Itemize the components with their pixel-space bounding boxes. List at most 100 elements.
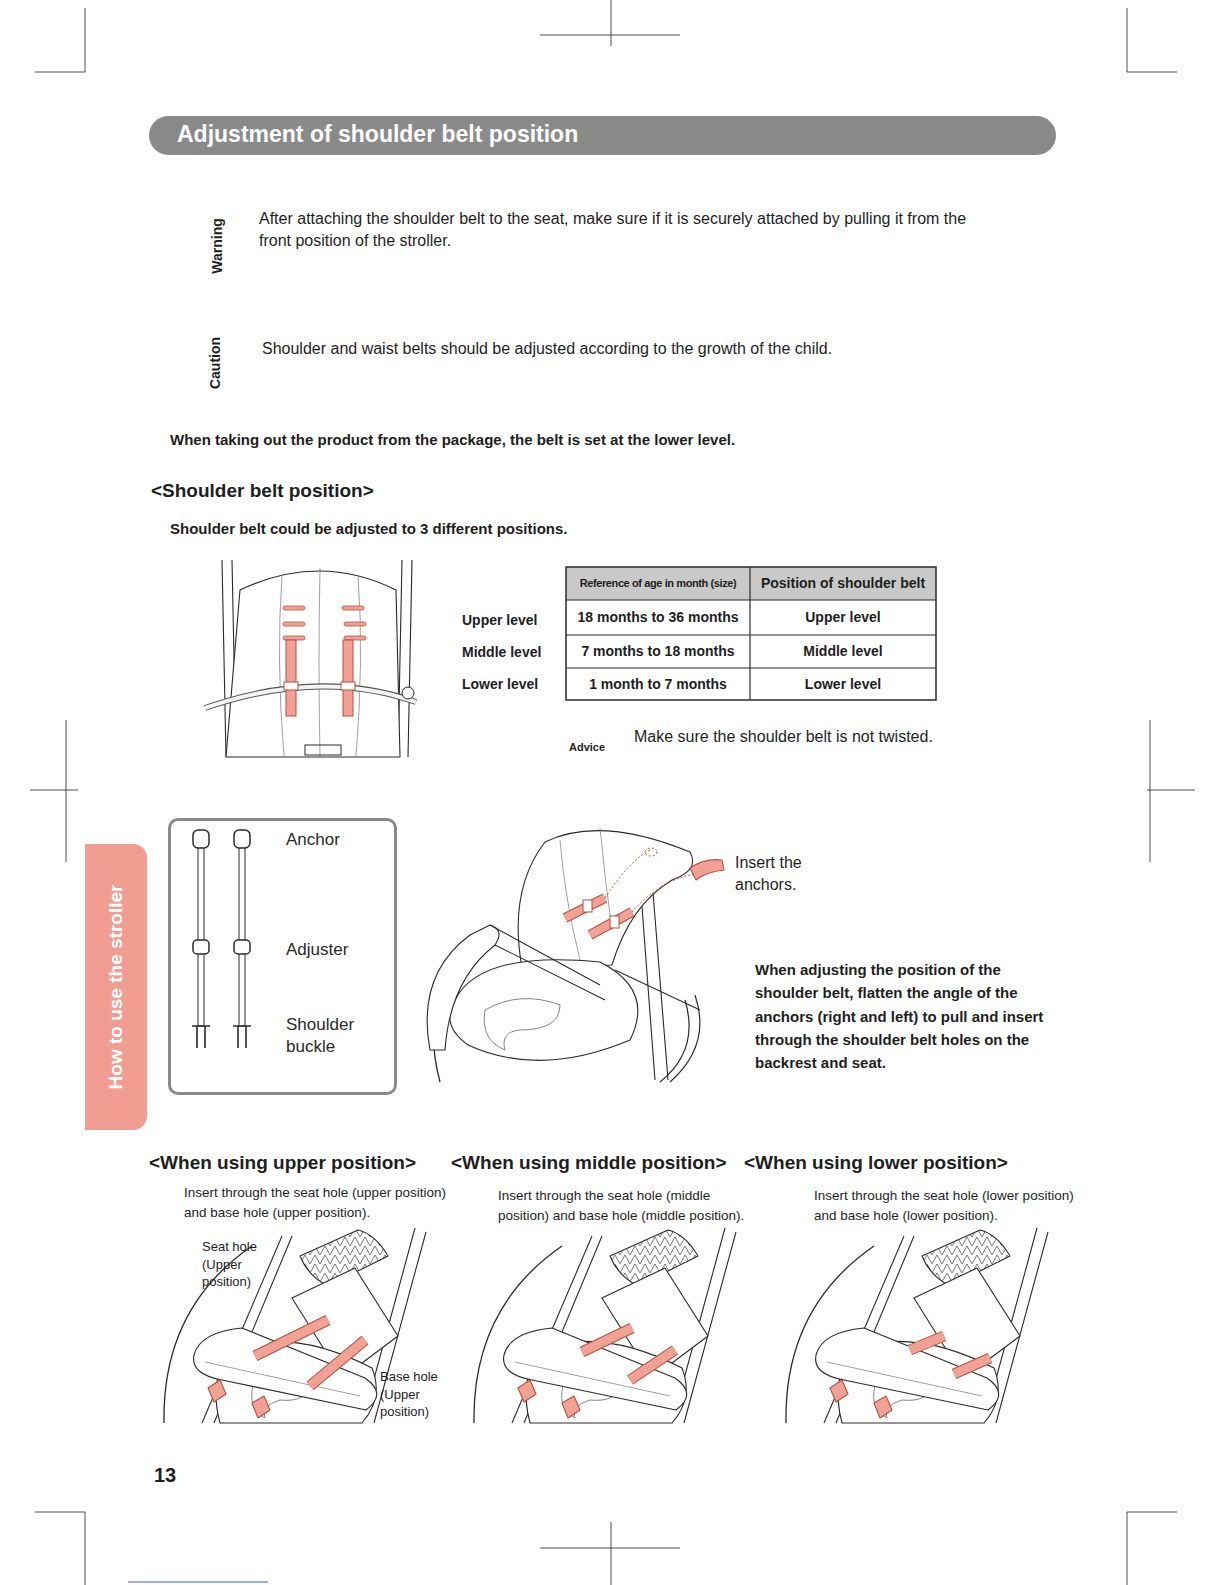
- caution-tag: Caution: [206, 337, 224, 389]
- table-cell: Middle level: [803, 642, 882, 660]
- table-border: [566, 567, 936, 700]
- bumper-bar: [504, 1328, 687, 1410]
- anchor-loop: [193, 830, 209, 848]
- anchor: [518, 1380, 536, 1402]
- page-rule: [128, 1582, 268, 1583]
- heading: Adjustment of shoulder belt position: [177, 120, 578, 150]
- anchor: [690, 860, 724, 880]
- seat-closeup: [474, 1228, 736, 1423]
- table-cell: Lower level: [805, 675, 881, 693]
- note: Shoulder belt could be adjusted to 3 dif…: [170, 519, 568, 539]
- adjuster-loop: [193, 940, 209, 954]
- table-rule: [566, 599, 936, 600]
- anchor: [830, 1380, 848, 1402]
- belt: [310, 1340, 365, 1386]
- belt-edge: [565, 898, 605, 918]
- belt-edge: [910, 1336, 944, 1350]
- note: When taking out the product from the pac…: [170, 430, 735, 450]
- adjuster-loop: [234, 940, 250, 954]
- belt: [590, 912, 632, 935]
- parts-illustration: [192, 830, 251, 1048]
- strap-adjuster: [583, 900, 592, 912]
- seat-illustration: [205, 560, 416, 757]
- belt: [582, 1328, 632, 1352]
- strap: [198, 846, 204, 1026]
- part-label: Base hole (Upper position): [380, 1368, 442, 1421]
- knob: [402, 687, 414, 699]
- level-label: Middle level: [462, 643, 541, 661]
- part-name: Shoulder buckle: [286, 1014, 376, 1058]
- seat-cushion: [450, 960, 638, 1061]
- crop-mark: [1127, 1512, 1128, 1585]
- advice-text: Make sure the shoulder belt is not twist…: [634, 727, 933, 748]
- table-rule: [566, 667, 936, 668]
- crop-mark: [1150, 720, 1151, 862]
- callout: Insert the anchors.: [735, 852, 835, 897]
- belt-edge: [255, 1320, 328, 1356]
- wheel-arc: [660, 995, 700, 1082]
- level-label: Upper level: [462, 611, 537, 629]
- shoulder-strap: [286, 640, 296, 716]
- crop-marks: [30, 0, 1195, 1585]
- crop-mark: [1127, 1512, 1177, 1513]
- table-header: Reference of age in month (size): [580, 576, 737, 590]
- quilting: [279, 568, 360, 757]
- crop-mark: [540, 1548, 680, 1549]
- crop-mark: [85, 1512, 86, 1585]
- part-name: Anchor: [286, 829, 340, 851]
- warning-text: After attaching the shoulder belt to the…: [259, 208, 999, 253]
- backrest: [518, 831, 692, 968]
- caution-text: Shoulder and waist belts should be adjus…: [262, 339, 832, 360]
- warning-tag: Warning: [208, 218, 226, 273]
- belt-edge: [954, 1358, 990, 1374]
- buckle: [192, 1026, 210, 1048]
- belt-slot: [283, 636, 305, 640]
- waist-belt: [205, 686, 416, 708]
- belt-slot: [344, 622, 366, 626]
- strap-adjuster: [284, 682, 298, 690]
- section-heading: <Shoulder belt position>: [151, 479, 374, 504]
- part-label: Seat hole (Upper position): [202, 1238, 262, 1291]
- belt: [255, 1320, 328, 1356]
- table-cell: 7 months to 18 months: [581, 642, 734, 660]
- table-cell: 18 months to 36 months: [577, 608, 738, 626]
- belt-edge: [582, 1328, 632, 1352]
- strap: [239, 846, 245, 1026]
- buckle: [233, 1026, 251, 1048]
- anchor: [874, 1396, 892, 1418]
- instruction: Insert through the seat hole (lower posi…: [814, 1186, 1080, 1227]
- belt-slot: [342, 606, 364, 610]
- belt: [954, 1358, 990, 1374]
- quilting: [560, 828, 612, 960]
- crop-mark: [611, 0, 612, 46]
- belt: [565, 898, 605, 918]
- part-name: Adjuster: [286, 939, 348, 961]
- anchor-loop: [234, 830, 250, 848]
- table-rule: [566, 634, 936, 635]
- frame-pole: [222, 560, 412, 757]
- section-tab: How to use the stroller: [85, 844, 147, 1130]
- waist-belt-fill: [205, 686, 416, 708]
- anchor: [208, 1380, 226, 1402]
- page-number: 13: [154, 1462, 176, 1488]
- title-band: [149, 116, 1056, 155]
- belt-slot: [283, 622, 305, 626]
- instruction: Insert through the seat hole (middle pos…: [498, 1186, 764, 1227]
- table-cell: Upper level: [805, 608, 880, 626]
- crop-mark: [30, 790, 78, 791]
- parts-box: AnchorAdjusterShoulder buckle: [168, 818, 397, 1095]
- crop-mark: [1127, 8, 1128, 72]
- backrest: [226, 571, 400, 757]
- crop-mark: [1127, 72, 1177, 73]
- belt: [630, 1350, 675, 1380]
- advice-tag: Advice: [569, 740, 605, 754]
- crop-mark: [611, 1522, 612, 1585]
- belt-hole: [645, 848, 657, 856]
- tab-label: How to use the stroller: [104, 885, 129, 1090]
- shoulder-strap: [343, 640, 353, 716]
- belt-edge: [590, 912, 632, 935]
- section-heading: <When using lower position>: [744, 1151, 1008, 1176]
- instruction: When adjusting the position of the shoul…: [755, 958, 1047, 1074]
